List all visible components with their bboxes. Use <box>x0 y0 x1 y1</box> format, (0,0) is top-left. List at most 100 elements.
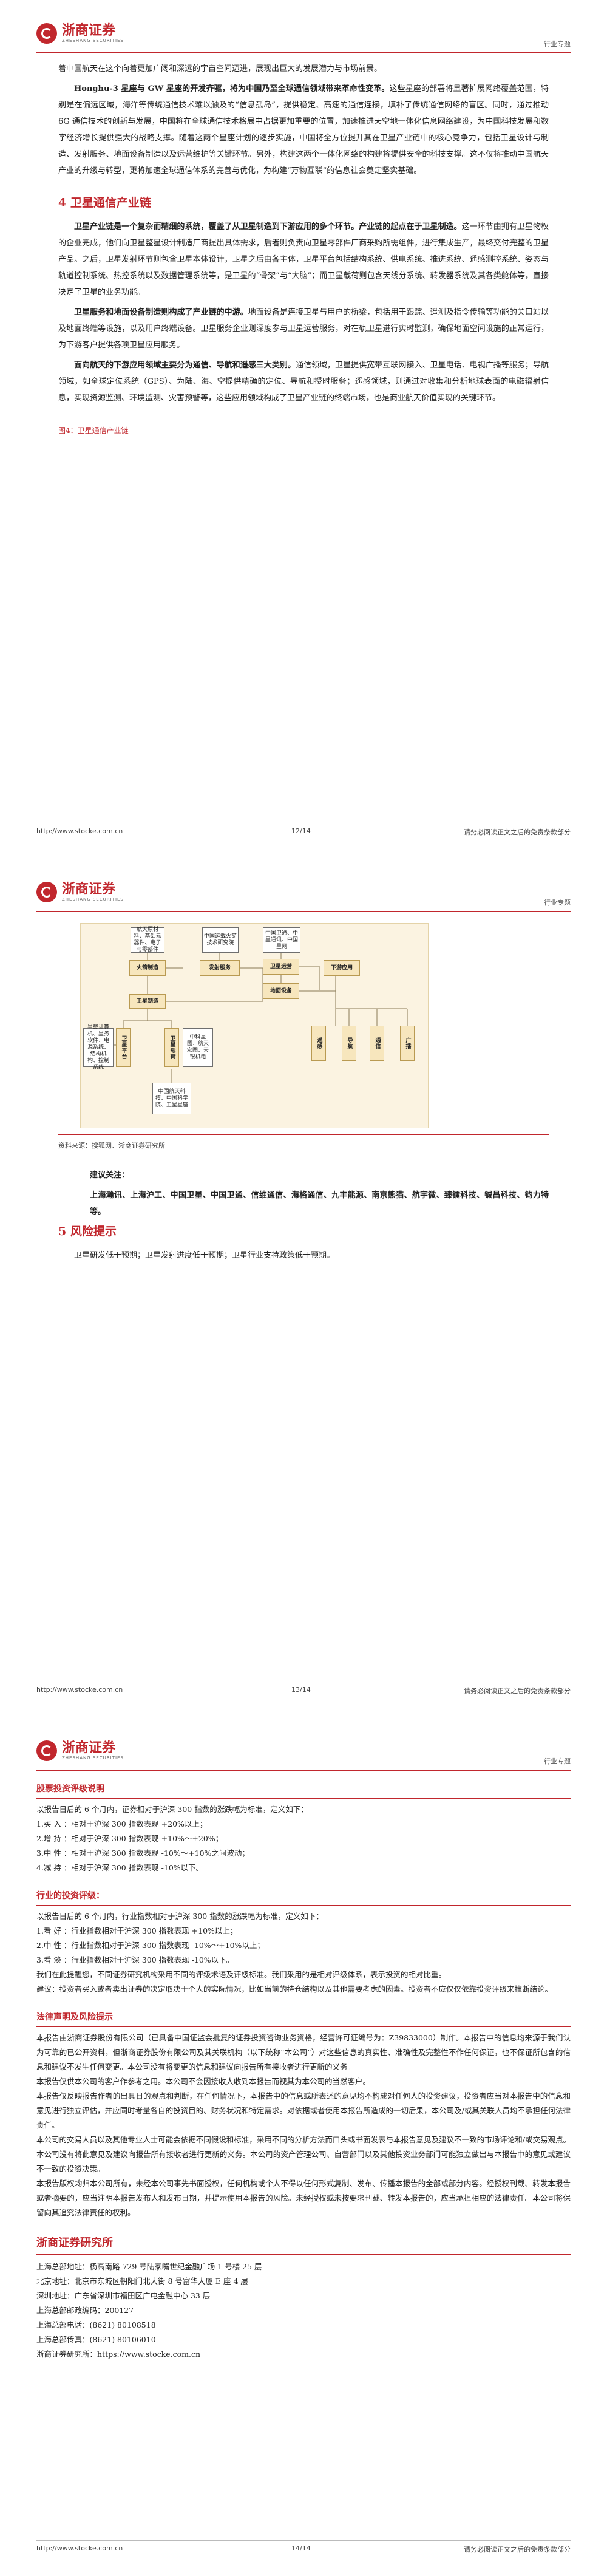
institute-website[interactable]: 浙商证券研究所：https://www.stocke.com.cn <box>36 2349 201 2359</box>
section-4-title: 4 卫星通信产业链 <box>58 196 151 210</box>
rating-note-1: 我们在此提醒您，不同证券研究机构采用不同的评级术语及评级标准。我们采用的是相对评… <box>36 1970 447 1979</box>
address-line: 上海总部地址：杨高南路 729 号陆家嘴世纪金融广场 1 号楼 25 层 <box>36 2262 262 2271</box>
chain-p1-text: 这一环节由拥有卫星物权的企业完成，他们向卫星整星设计制造厂商提出具体需求，后者则… <box>58 222 549 297</box>
footer-page-number: 14/14 <box>291 2544 311 2552</box>
company-logo: 浙商证券 ZHESHANG SECURITIES <box>36 882 124 902</box>
stock-rating-item: 1.买 入 ：相对于沪深 300 指数表现 +20%以上； <box>36 1819 208 1828</box>
report-type: 行业专题 <box>544 899 571 907</box>
stock-rating-intro: 以报告日后的 6 个月内，证券相对于沪深 300 指数的涨跌幅为标准，定义如下： <box>36 1805 308 1814</box>
page-header: 浙商证券 ZHESHANG SECURITIES 行业专题 <box>36 1738 571 1771</box>
diagram-remote-sensing: 遥感 <box>311 1026 326 1061</box>
page-3-body: 股票投资评级说明 以报告日后的 6 个月内，证券相对于沪深 300 指数的涨跌幅… <box>36 1773 571 2362</box>
logo-cn: 浙商证券 <box>62 882 116 897</box>
risk-paragraph: 卫星研发低于预期；卫星发射进度低于预期；卫星行业支持政策低于预期。 <box>74 1251 335 1260</box>
diagram-satellite-maker: 卫星制造 <box>129 994 166 1009</box>
industry-rating-intro: 以报告日后的 6 个月内，行业指数相对于沪深 300 指数的涨跌幅为标准，定义如… <box>36 1912 324 1921</box>
footer-page-number: 12/14 <box>291 827 311 835</box>
page-1: 浙商证券 ZHESHANG SECURITIES 行业专题 着中国航天在这个向着… <box>0 0 607 859</box>
legal-paragraph: 本报告版权均归本公司所有，未经本公司事先书面授权，任何机构或个人不得以任何形式复… <box>36 2179 571 2217</box>
satellite-chain-diagram: 航天原材料、基础元器件、电子与零部件 火箭制造 中国运载火箭技术研究院 发射服务… <box>80 923 429 1128</box>
diagram-payload: 卫星载荷 <box>164 1028 179 1067</box>
rating-note-2: 建议：投资者买入或者卖出证券的决定取决于个人的实际情况，比如当前的持仓结构以及其… <box>36 1985 553 1994</box>
address-line: 北京地址：北京市东城区朝阳门北大街 8 号富华大厦 E 座 4 层 <box>36 2277 248 2286</box>
page-header: 浙商证券 ZHESHANG SECURITIES 行业专题 <box>36 21 571 53</box>
page-1-footer: http://www.stocke.com.cn 12/14 请务必阅读正文之后… <box>36 823 571 837</box>
page-3: 浙商证券 ZHESHANG SECURITIES 行业专题 股票投资评级说明 以… <box>0 1717 607 2576</box>
legal-paragraph: 本公司的交易人员以及其他专业人士可能会依据不同假设和标准，采用不同的分析方法而口… <box>36 2135 571 2173</box>
chain-p2-text: 地面设备是连接卫星与用户的桥梁，包括用于跟踪、遥测及指令传输等功能的关口站以及地… <box>58 308 549 350</box>
chain-paragraph-3: 面向航天的下游应用领域主要分为通信、导航和遥感三大类别。通信领域，卫星提供宽带互… <box>58 357 549 406</box>
industry-rating-item: 3.看 淡 ：行业指数相对于沪深 300 指数表现 -10%以下。 <box>36 1955 234 1964</box>
chain-p1-bold: 卫星产业链是一个复杂而精细的系统，覆盖了从卫星制造到下游应用的多个环节。产业链的… <box>74 222 462 231</box>
footer-disclaimer: 请务必阅读正文之后的免责条款部分 <box>464 1687 571 1695</box>
report-type: 行业专题 <box>544 40 571 48</box>
page-3-footer: http://www.stocke.com.cn 14/14 请务必阅读正文之后… <box>36 2540 571 2554</box>
diagram-downstream: 下游应用 <box>324 960 360 976</box>
footer-url[interactable]: http://www.stocke.com.cn <box>36 827 123 835</box>
chain-p3-bold: 面向航天的下游应用领域主要分为通信、导航和遥感三大类别。 <box>74 361 296 370</box>
section-5-title: 5 风险提示 <box>58 1225 117 1238</box>
address-line: 上海总部邮政编码：200127 <box>36 2306 134 2315</box>
company-logo: 浙商证券 ZHESHANG SECURITIES <box>36 23 124 44</box>
diagram-platform: 卫星平台 <box>116 1028 131 1067</box>
industry-rating-item: 2.中 性 ：行业指数相对于沪深 300 指数表现 -10%～+10%以上； <box>36 1941 265 1950</box>
logo-cn: 浙商证券 <box>62 23 116 38</box>
chain-paragraph-2: 卫星服务和地面设备制造则构成了产业链的中游。地面设备是连接卫星与用户的桥梁，包括… <box>58 304 549 353</box>
diagram-operators: 中国卫通、中星通讯、中国星网 <box>263 927 300 953</box>
diagram-communication: 通信 <box>370 1026 384 1061</box>
figure-4-title: 图4：卫星通信产业链 <box>58 420 549 439</box>
page-2: 浙商证券 ZHESHANG SECURITIES 行业专题 <box>0 859 607 1717</box>
recommended-companies: 上海瀚讯、上海沪工、中国卫星、中国卫通、信维通信、海格通信、九丰能源、南京熊猫、… <box>90 1191 549 1216</box>
address-line: 上海总部传真：(8621) 80106010 <box>36 2335 156 2344</box>
diagram-ground-equipment: 地面设备 <box>263 983 299 999</box>
footer-url[interactable]: http://www.stocke.com.cn <box>36 2544 123 2552</box>
intro-paragraph: 着中国航天在这个向着更加广阔和深远的宇宙空间迈进，展现出巨大的发展潜力与市场前景… <box>58 64 382 73</box>
report-type: 行业专题 <box>544 1757 571 1765</box>
legal-paragraph: 本报告由浙商证券股份有限公司（已具备中国证监会批复的证券投资咨询业务资格，经营许… <box>36 2033 571 2071</box>
stock-rating-item: 3.中 性 ：相对于沪深 300 指数表现 -10%～+10%之间波动； <box>36 1849 249 1858</box>
picks-label: 建议关注： <box>58 1167 549 1184</box>
page-2-body: 航天原材料、基础元器件、电子与零部件 火箭制造 中国运载火箭技术研究院 发射服务… <box>58 917 549 1267</box>
stock-rating-item: 4.减 持 ：相对于沪深 300 指数表现 -10%以下。 <box>36 1863 204 1872</box>
diagram-navigation: 导航 <box>342 1026 356 1061</box>
chain-p2-bold: 卫星服务和地面设备制造则构成了产业链的中游。 <box>74 308 248 317</box>
footer-disclaimer: 请务必阅读正文之后的免责条款部分 <box>464 828 571 836</box>
diagram-broadcast: 广播 <box>400 1026 415 1061</box>
chain-paragraph-1: 卫星产业链是一个复杂而精细的系统，覆盖了从卫星制造到下游应用的多个环节。产业链的… <box>58 219 549 301</box>
logo-cn: 浙商证券 <box>62 1740 116 1756</box>
institute-title: 浙商证券研究所 <box>36 2236 571 2255</box>
company-logo: 浙商证券 ZHESHANG SECURITIES <box>36 1740 124 1761</box>
diagram-materials: 航天原材料、基础元器件、电子与零部件 <box>131 927 164 953</box>
diagram-payload-sub: 中科星图、航天宏图、天银机电 <box>183 1028 213 1067</box>
page-2-footer: http://www.stocke.com.cn 13/14 请务必阅读正文之后… <box>36 1682 571 1695</box>
logo-mark-icon <box>36 882 57 902</box>
diagram-rocket: 火箭制造 <box>129 960 166 976</box>
diagram-manufacturers: 中国航天科技、中国科学院、卫星星座 <box>152 1083 191 1114</box>
diagram-launch-center: 中国运载火箭技术研究院 <box>202 927 239 953</box>
stock-rating-title: 股票投资评级说明 <box>36 1782 571 1799</box>
hongbu-text: 这些星座的部署将显著扩展网络覆盖范围，特别是在偏远区域，海洋等传统通信技术难以触… <box>58 84 549 175</box>
logo-en: ZHESHANG SECURITIES <box>62 1756 124 1760</box>
figure-bottom-rule <box>58 1134 549 1135</box>
logo-en: ZHESHANG SECURITIES <box>62 897 124 902</box>
logo-mark-icon <box>36 23 57 44</box>
diagram-platform-sub: 星载计算机、星务软件、电源系统、结构机构、控制系统 <box>83 1024 114 1071</box>
legal-paragraph: 本报告仅供本公司的客户作参考之用。本公司不会因接收人收到本报告而视其为本公司的当… <box>36 2077 371 2086</box>
address-line: 上海总部电话：(8621) 80108518 <box>36 2320 156 2329</box>
footer-url[interactable]: http://www.stocke.com.cn <box>36 1686 123 1694</box>
diagram-launch-service: 发射服务 <box>200 960 240 976</box>
picks-label-text: 建议关注： <box>90 1171 130 1180</box>
legal-paragraph: 本报告仅反映报告作者的出具日的观点和判断，在任何情况下，本报告中的信息或所表述的… <box>36 2091 571 2130</box>
hongbu-paragraph: Honghu-3 星座与 GW 星座的开发齐驱，将为中国乃至全球通信领域带来革命… <box>58 81 549 179</box>
footer-disclaimer: 请务必阅读正文之后的免责条款部分 <box>464 2546 571 2554</box>
diagram-satellite-ops: 卫星运营 <box>263 959 299 975</box>
hongbu-bold: Honghu-3 星座与 GW 星座的开发齐驱，将为中国乃至全球通信领域带来革命… <box>74 84 390 94</box>
industry-rating-item: 1.看 好 ：行业指数相对于沪深 300 指数表现 +10%以上； <box>36 1926 238 1935</box>
stock-rating-list: 1.买 入 ：相对于沪深 300 指数表现 +20%以上； 2.增 持 ：相对于… <box>36 1817 571 1875</box>
page-header: 浙商证券 ZHESHANG SECURITIES 行业专题 <box>36 879 571 912</box>
stock-rating-item: 2.增 持 ：相对于沪深 300 指数表现 +10%～+20%； <box>36 1834 223 1843</box>
industry-rating-title: 行业的投资评级： <box>36 1889 571 1906</box>
logo-mark-icon <box>36 1740 57 1761</box>
footer-page-number: 13/14 <box>291 1686 311 1694</box>
legal-title: 法律声明及风险提示 <box>36 2010 571 2027</box>
